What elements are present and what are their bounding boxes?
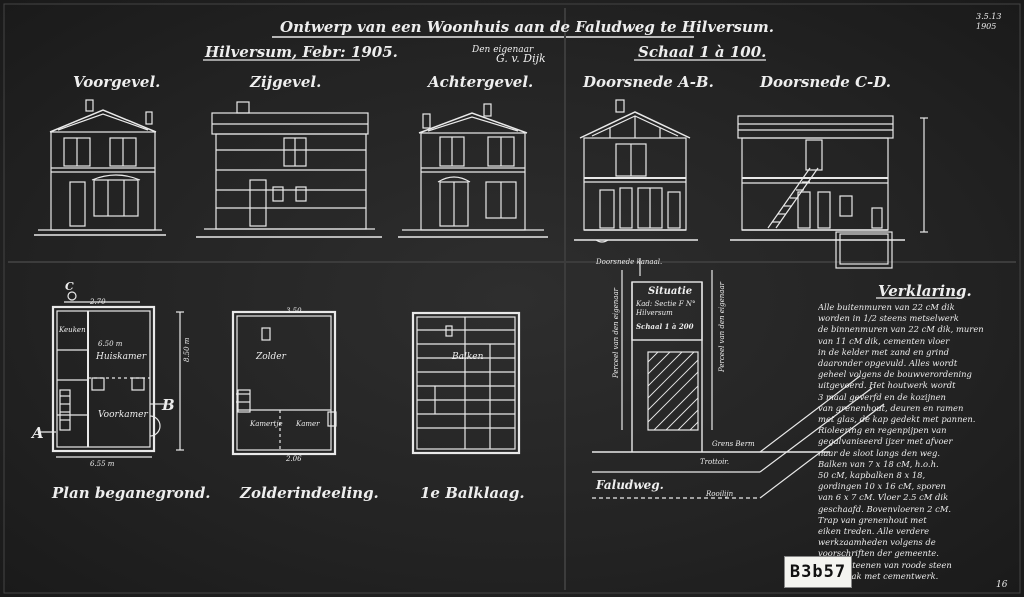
edge-label: Rooilijn <box>706 490 734 498</box>
room-bedroom: Kamer <box>296 420 320 428</box>
dimension-plan-width: 6.55 m <box>90 460 115 468</box>
place-date: Hilversum, Febr: 1905. <box>205 43 398 61</box>
front-elevation <box>34 99 166 236</box>
notes-line: in de kelder met zand en grind <box>818 346 949 357</box>
label-beams: Balken <box>452 352 484 362</box>
situation-section-note: Doorsnede kanaal. <box>596 258 663 266</box>
room-living: Huiskamer <box>96 352 147 362</box>
corner-reference: 3.5.13 1905 <box>976 12 1002 31</box>
label-side-elevation: Zijgevel. <box>250 73 322 91</box>
label-front-elevation: Voorgevel. <box>73 73 161 91</box>
notes-line: met glas, de kap gedekt met pannen. <box>818 414 976 425</box>
notes-line: Rioleering en regenpijpen van <box>818 425 947 436</box>
label-ground-plan: Plan beganegrond. <box>52 484 211 502</box>
beam-plan <box>411 311 521 455</box>
notes-line: de binnenmuren van 22 cM dik, muren <box>818 324 984 335</box>
attic-plan <box>231 310 337 456</box>
rear-elevation <box>398 103 548 238</box>
neighbor-left-label: Perceel van den eigenaar <box>612 288 620 378</box>
notes-line: boven dak met cementwerk. <box>818 570 939 581</box>
section-cd <box>730 115 928 269</box>
label-section-cd: Doorsnede C-D. <box>760 73 891 91</box>
verge-label: Grens Berm <box>712 440 755 448</box>
label-rear-elevation: Achtergevel. <box>428 73 534 91</box>
marker-c: C <box>65 280 74 293</box>
dimension-depth: 8.50 m <box>183 337 191 362</box>
notes-line: uitgevoerd. Het houtwerk wordt <box>818 380 956 391</box>
dimension-c: 2.06 <box>286 455 302 463</box>
drawing-scale: Schaal 1 à 100. <box>638 43 767 61</box>
notes-line: 50 cM, kapbalken 8 x 18, <box>818 470 926 481</box>
notes-line: Schoorsteenen van roode steen <box>818 559 952 570</box>
dimension-width: 6.50 m <box>98 340 123 348</box>
sheet-number: 16 <box>996 580 1008 590</box>
notes-line: eiken treden. Alle verdere <box>818 526 930 537</box>
notes-line: geheel volgens de bouwverordening <box>818 369 972 380</box>
notes-line: gordingen 10 x 16 cM, sporen <box>818 481 946 492</box>
notes-line: geschaafd. Bovenvloeren 2 cM. <box>818 503 952 514</box>
room-loft: Zolder <box>256 352 286 362</box>
notes-line: voorschriften der gemeente. <box>818 548 939 559</box>
drawing-title: Ontwerp van een Woonhuis aan de Faludweg… <box>280 18 774 36</box>
dimension-a: 2.70 <box>90 298 106 306</box>
notes-line: van grenenhout, deuren en ramen <box>818 402 964 413</box>
notes-line: 3 maal geverfd en de kozijnen <box>818 391 946 402</box>
ground-floor-plan <box>38 291 184 458</box>
neighbor-right-label: Perceel van den eigenaar <box>718 282 726 372</box>
notes-line: naar de sloot langs den weg. <box>818 447 941 458</box>
section-ab <box>574 99 698 243</box>
notes-line: Trap van grenenhout met <box>818 514 927 525</box>
signature-label: Den eigenaar <box>472 45 534 55</box>
situation-cadastre: Kad: Sectie F N° Hilversum <box>636 300 696 317</box>
marker-a: A <box>32 424 44 442</box>
room-kitchen: Keuken <box>59 326 86 334</box>
notes-line: Alle buitenmuren van 22 cM dik <box>818 302 955 312</box>
notes-line: Balken van 7 x 18 cM, h.o.h. <box>818 458 939 469</box>
footpath-label: Trottoir. <box>700 458 730 466</box>
label-attic-plan: Zolderindeeling. <box>240 484 379 502</box>
label-section-ab: Doorsnede A-B. <box>583 73 714 91</box>
room-little: Kamertje <box>250 420 283 428</box>
marker-b: B <box>162 396 175 414</box>
notes-line: daaronder opgevuld. Alles wordt <box>818 358 958 369</box>
notes-text: Alle buitenmuren van 22 cM dik worden in… <box>818 302 1010 584</box>
archive-stamp: B3b57 <box>784 556 852 588</box>
situation-scale: Schaal 1 à 200 <box>636 322 694 331</box>
notes-line: worden in 1/2 steens metselwerk <box>818 313 959 324</box>
notes-line: werkzaamheden volgens de <box>818 537 936 548</box>
notes-line: van 6 x 7 cM. Vloer 2.5 cM dik <box>818 492 949 503</box>
room-front: Voorkamer <box>98 410 148 420</box>
label-beam-plan: 1e Balklaag. <box>420 484 525 502</box>
owner-signature: G. v. Dijk <box>496 52 546 65</box>
side-elevation <box>196 101 382 238</box>
notes-title: Verklaring. <box>878 282 972 300</box>
dimension-b: 3.50 <box>286 307 302 315</box>
street-label: Faludweg. <box>596 478 664 492</box>
site-situation-plan <box>592 258 885 499</box>
notes-line: gegalvaniseerd ijzer met afvoer <box>818 436 953 447</box>
notes-line: van 11 cM dik, cementen vloer <box>818 335 950 346</box>
situation-title: Situatie <box>648 286 693 297</box>
